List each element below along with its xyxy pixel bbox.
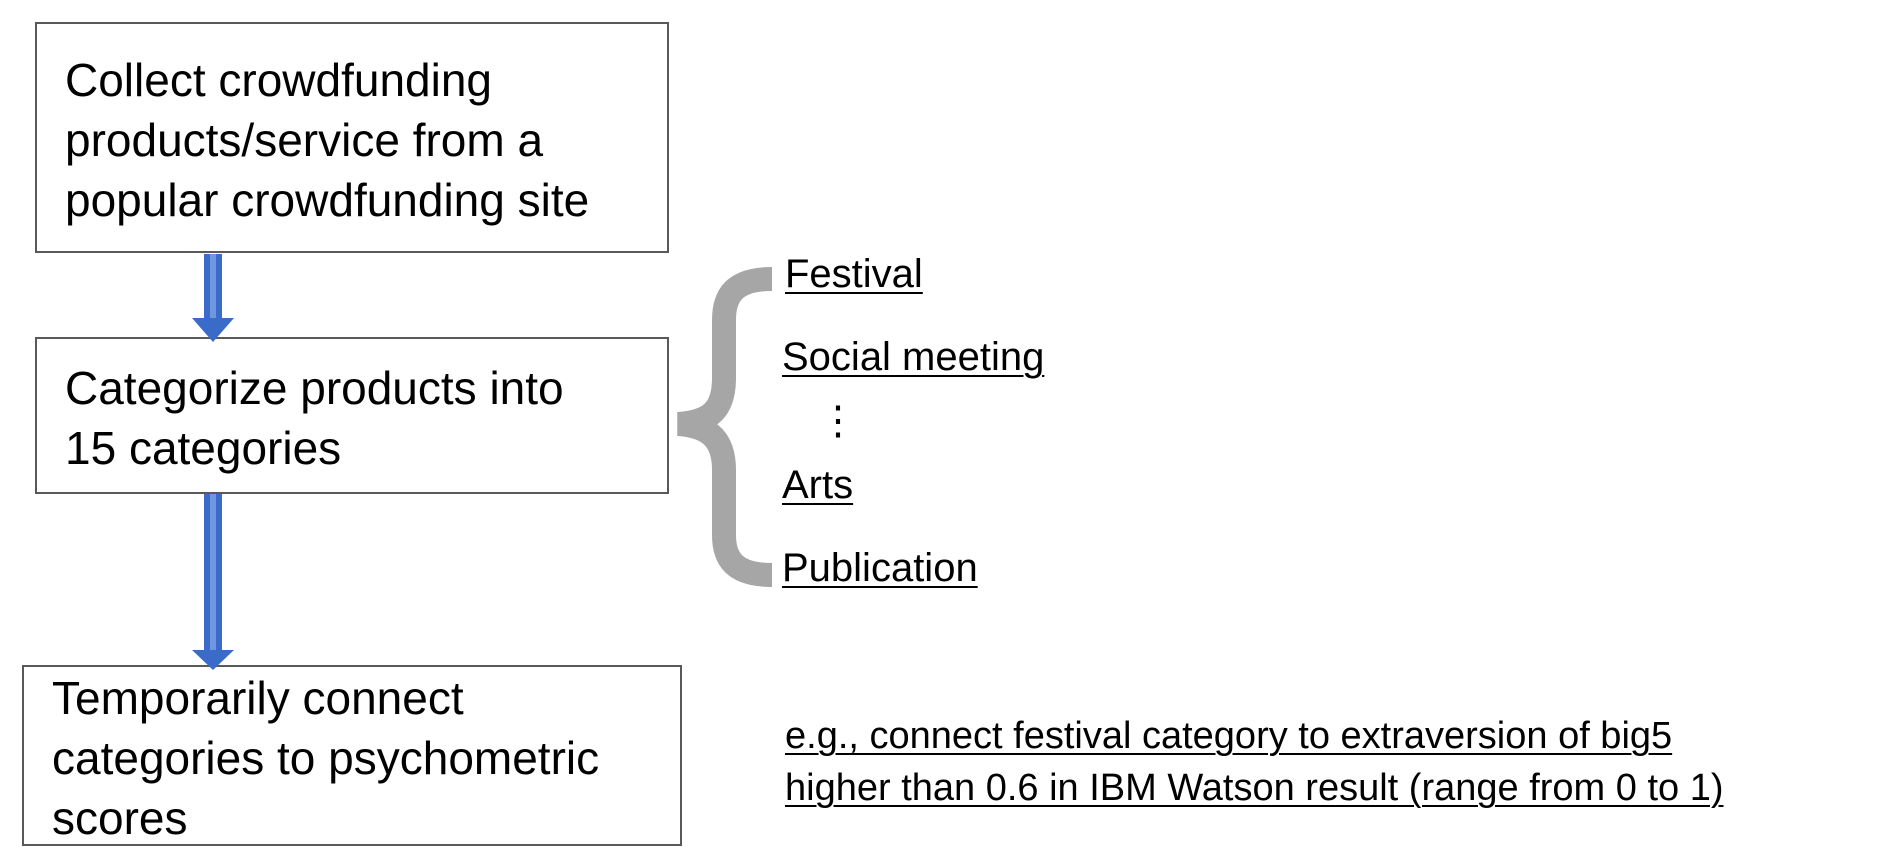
example-note-line-2: higher than 0.6 in IBM Watson result (ra… [785,767,1724,809]
example-note-line-1: e.g., connect festival category to extra… [785,715,1673,757]
step-collect-box [35,22,669,253]
step-categorize-text: Categorize products into 15 categories [65,358,564,478]
step-categorize-line-1: Categorize products into [65,362,564,414]
step-collect-line-3: popular crowdfunding site [65,174,590,226]
step-collect-text: Collect crowdfunding products/service fr… [65,50,589,230]
arrow-down-icon-2 [192,494,234,670]
step-categorize-line-2: 15 categories [65,422,342,474]
step-categorize-box [35,337,669,494]
step-connect-text: Temporarily connect categories to psycho… [52,668,599,848]
arrow-down-icon-1 [192,254,234,342]
step-connect-box [22,665,682,846]
step-connect-line-2: categories to psychometric [52,732,600,784]
category-ellipsis: ⋮ [818,399,858,443]
step-collect-line-2: products/service from a [65,114,544,166]
example-note: e.g., connect festival category to extra… [785,710,1723,814]
step-connect-line-3: scores [52,792,188,844]
category-arts: Arts [782,463,854,507]
step-collect-line-1: Collect crowdfunding [65,54,493,106]
category-social-meeting: Social meeting [782,335,1045,379]
step-connect-line-1: Temporarily connect [52,672,464,724]
category-festival: Festival [785,252,923,296]
category-publication: Publication [782,546,978,590]
curly-brace-icon [676,267,773,587]
